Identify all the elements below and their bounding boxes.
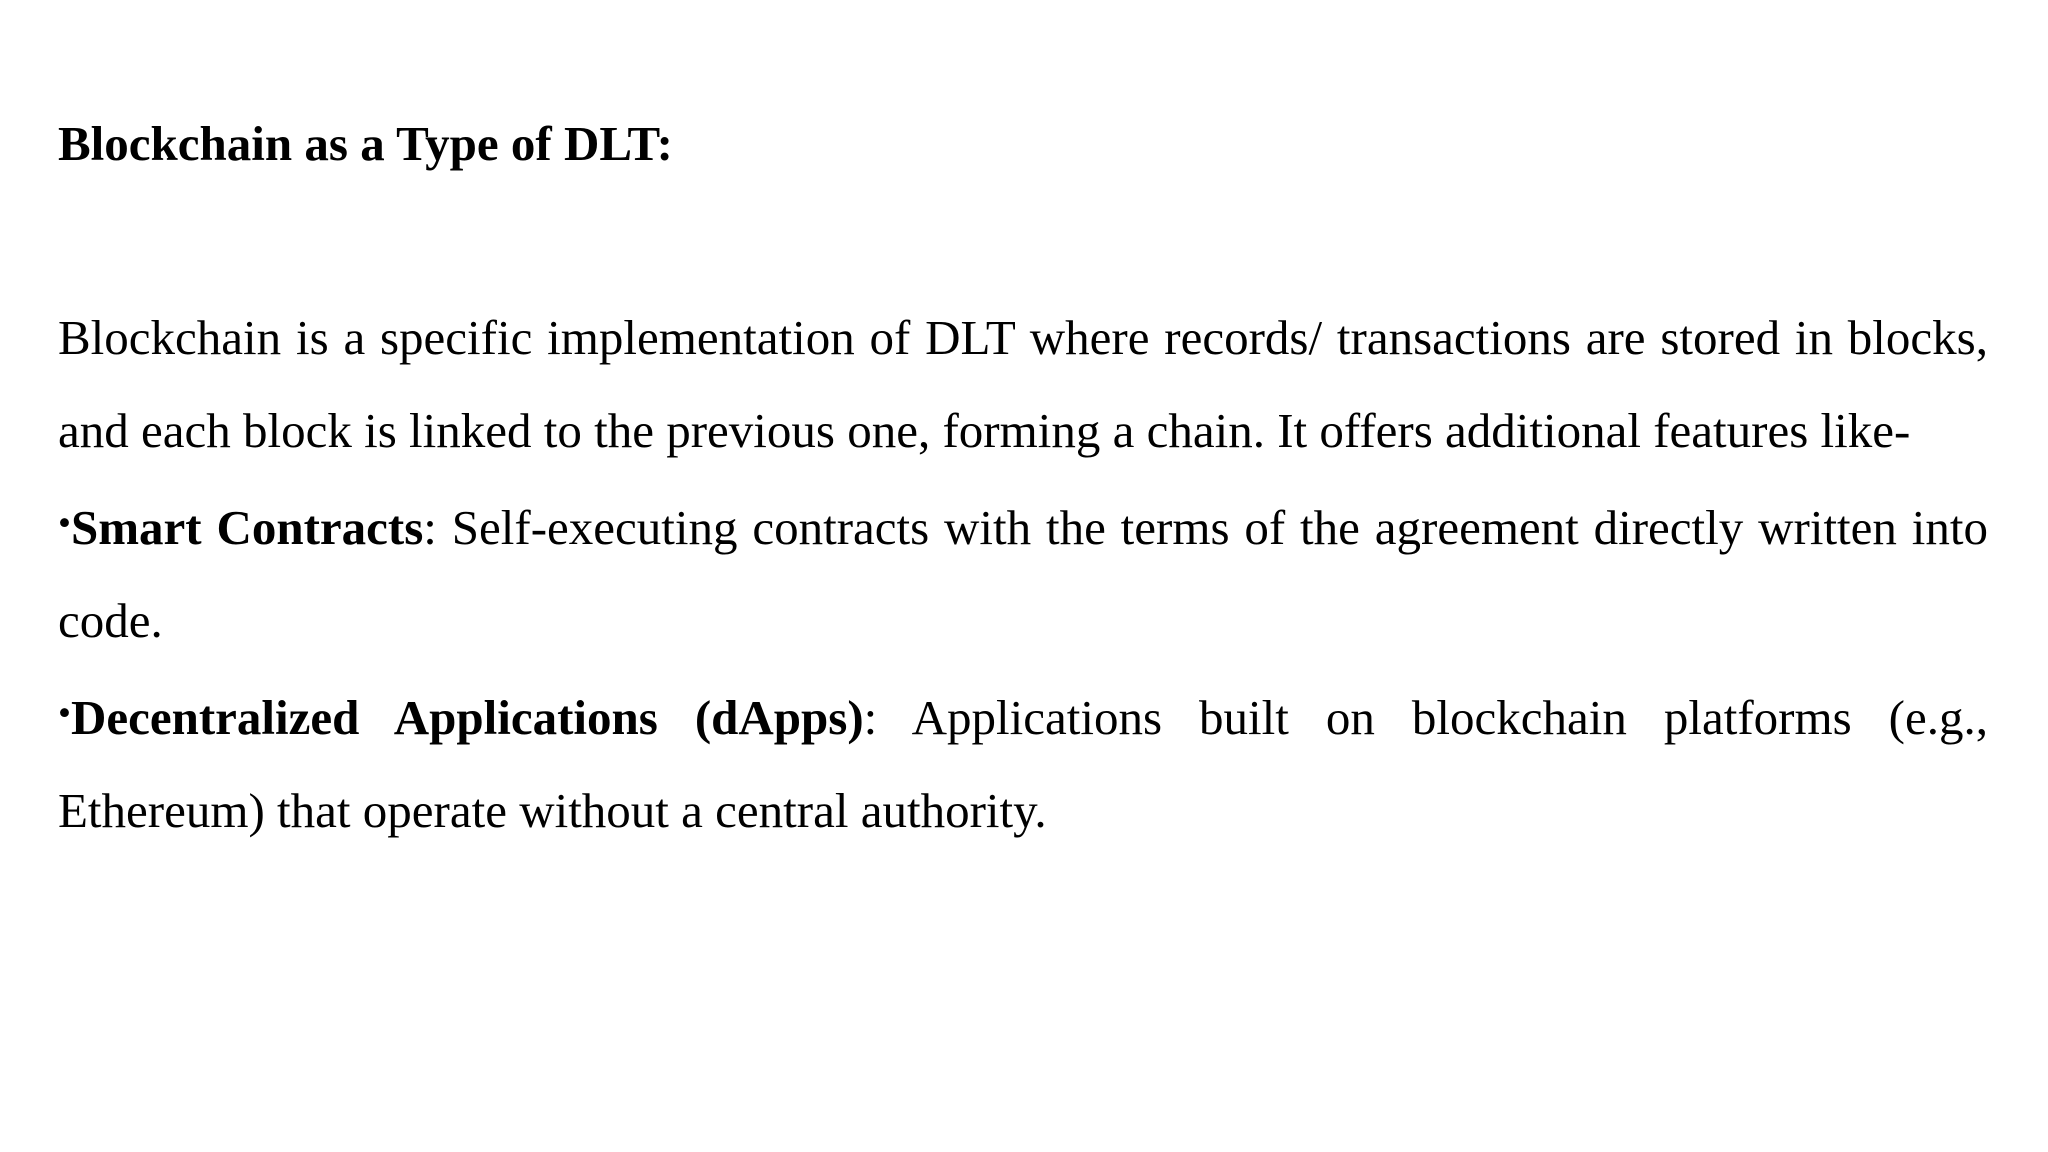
bullet-term: Decentralized Applications (dApps) — [70, 690, 864, 745]
bullet-item-smart-contracts: •Smart Contracts: Self-executing contrac… — [58, 477, 1988, 667]
slide-heading: Blockchain as a Type of DLT: — [58, 116, 673, 171]
bullet-marker: • — [58, 503, 71, 544]
bullet-separator: : — [863, 690, 878, 745]
intro-paragraph: Blockchain is a specific implementation … — [58, 310, 1988, 458]
bullet-item-dapps: •Decentralized Applications (dApps): App… — [58, 667, 1988, 857]
bullet-description: Self-executing contracts with the terms … — [58, 500, 1988, 648]
bullet-separator: : — [423, 500, 437, 555]
bullet-description: Applications built on blockchain platfor… — [58, 690, 1988, 838]
bullet-term: Smart Contracts — [70, 500, 424, 555]
slide-body: Blockchain is a specific implementation … — [58, 291, 1988, 857]
bullet-marker: • — [58, 693, 71, 734]
